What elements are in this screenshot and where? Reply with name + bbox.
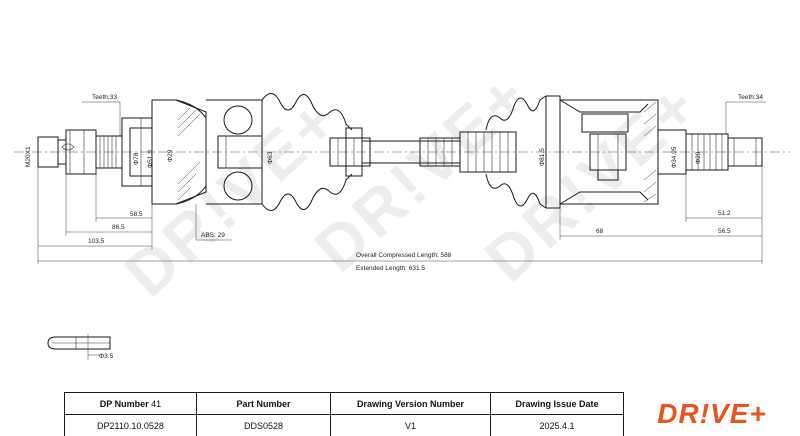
thread-label: M20X1	[25, 146, 32, 167]
svg-text:68: 68	[596, 228, 604, 235]
svg-text:58.5: 58.5	[130, 211, 143, 218]
pin-detail: Φ3.5	[47, 334, 114, 360]
extended-length-label: Extended Length: 631.5	[356, 265, 425, 272]
teeth-right-label: Teeth:34	[738, 94, 763, 101]
svg-text:56.5: 56.5	[718, 228, 731, 235]
svg-text:86.5: 86.5	[112, 224, 125, 231]
svg-text:Φ63: Φ63	[267, 151, 274, 164]
svg-text:51.2: 51.2	[718, 210, 731, 217]
svg-text:Φ78: Φ78	[133, 152, 140, 165]
right-stub-shaft	[657, 129, 763, 175]
part-number-header: Part Number	[196, 392, 330, 414]
part-number-value: DDS0528	[196, 414, 330, 436]
svg-text:Φ34.95: Φ34.95	[671, 146, 678, 168]
svg-text:DR!VE+: DR!VE+	[111, 83, 353, 311]
version-value: V1	[330, 414, 490, 436]
issue-date-value: 2025.4.1	[490, 414, 624, 436]
drawing-version-header: Drawing Version Number	[330, 392, 490, 414]
svg-text:Φ29: Φ29	[167, 149, 174, 162]
left-stub-shaft	[37, 93, 363, 211]
dp-number-value: DP2110.10.0528	[64, 414, 196, 436]
svg-text:Φ29: Φ29	[695, 151, 702, 164]
watermark: DR!VE+ DR!VE+ DR!VE+	[111, 58, 713, 311]
svg-text:Φ81.5: Φ81.5	[539, 148, 546, 166]
dp-number-header: DP Number 41	[64, 392, 196, 414]
title-block: DP Number 41 Part Number Drawing Version…	[64, 392, 800, 436]
svg-text:103.5: 103.5	[88, 238, 105, 245]
overall-length-label: Overall Compressed Length: 588	[356, 252, 452, 259]
pin-dia-label: Φ3.5	[99, 353, 114, 360]
abs-label: ABS: 29	[201, 232, 225, 239]
brand-logo: DR!VE+	[657, 398, 767, 429]
drawing-issue-header: Drawing Issue Date	[490, 392, 624, 414]
svg-text:Φ51.9: Φ51.9	[147, 150, 154, 168]
dimensions: Teeth:33 M20X1 Φ78 Φ51.9 Φ29 Φ63 58.5 86…	[25, 94, 766, 272]
teeth-left-label: Teeth:33	[92, 94, 117, 101]
